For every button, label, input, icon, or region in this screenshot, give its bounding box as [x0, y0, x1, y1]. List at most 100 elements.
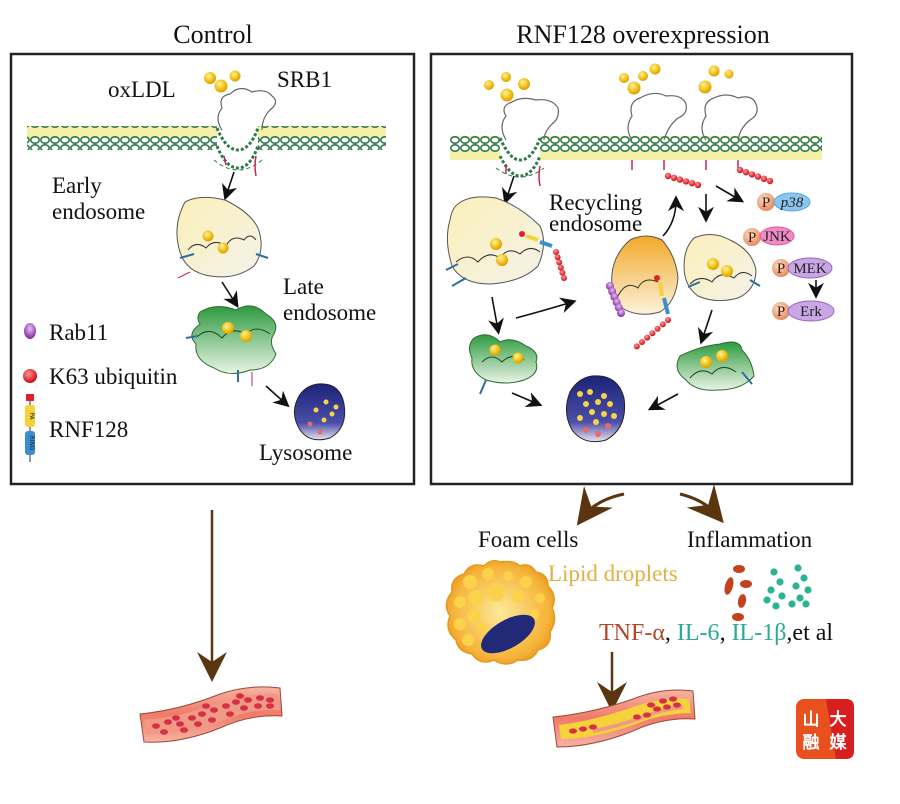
il-particle	[792, 582, 800, 590]
legend-label: RNF128	[49, 417, 128, 442]
red-blood-cell	[266, 703, 274, 709]
kinase-jnk: P JNK	[743, 226, 795, 246]
k63-ubiquitin	[659, 321, 666, 328]
red-blood-cell	[188, 715, 196, 721]
phospho-label: P	[762, 195, 770, 211]
red-blood-cell	[180, 727, 188, 733]
lipid-particle	[595, 399, 601, 405]
kinase-p38: P p38	[757, 192, 811, 212]
oxldl-label: oxLDL	[108, 77, 176, 102]
red-blood-cell	[210, 707, 218, 713]
foam-cells-label: Foam cells	[478, 527, 578, 552]
kinase-label: MEK	[793, 261, 827, 277]
kinase-mek: P MEK	[772, 257, 833, 279]
overexpression-panel: Recycling endosome	[429, 52, 854, 486]
early-endosome	[445, 196, 567, 287]
phospho-icon	[772, 259, 790, 277]
red-blood-cell	[673, 702, 681, 708]
phospho-icon	[772, 302, 790, 320]
red-blood-cell	[254, 703, 262, 709]
lipid-droplet	[477, 623, 487, 633]
recycling-endosome-label-2: endosome	[549, 211, 642, 236]
k63-ubiquitin	[654, 325, 661, 332]
k63-ubiquitin	[553, 249, 559, 255]
rab11-icon	[24, 323, 36, 339]
red-blood-cell	[164, 719, 172, 725]
lipid-droplet	[512, 590, 524, 602]
legend-label: Rab11	[49, 320, 108, 345]
early-endosome	[683, 234, 761, 302]
kinase-shape	[773, 192, 811, 212]
phospho-icon	[743, 228, 761, 246]
lipid-droplet	[467, 609, 481, 623]
red-blood-cell	[208, 717, 216, 723]
red-blood-cell	[256, 695, 264, 701]
lipid-particle	[583, 427, 589, 433]
red-blood-cell	[240, 705, 248, 711]
lipid-particle	[605, 423, 611, 429]
late-endosome-label-2: endosome	[283, 300, 376, 325]
k63-ubiquitin	[644, 334, 651, 341]
lipid-particle	[589, 409, 595, 415]
logo-char: 山	[803, 710, 820, 730]
late-endosome	[468, 334, 538, 395]
srb1-receptors	[501, 92, 758, 187]
arrow	[511, 392, 543, 408]
red-blood-cell	[198, 711, 206, 717]
kinase-label: JNK	[763, 229, 791, 245]
red-blood-cell	[222, 703, 230, 709]
phospho-label: P	[748, 230, 756, 246]
red-blood-cell	[176, 721, 184, 727]
red-blood-cell	[643, 712, 651, 718]
healthy-vessel	[139, 686, 283, 743]
il-particle	[794, 564, 802, 572]
red-blood-cell	[160, 729, 168, 735]
lipid-droplet	[535, 593, 545, 603]
oxldl-particles	[484, 63, 734, 102]
red-blood-cell	[653, 706, 661, 712]
arrow	[221, 281, 239, 309]
il-particle	[800, 574, 808, 582]
lipid-droplet	[463, 575, 477, 589]
red-blood-cell	[194, 721, 202, 727]
legend: Rab11 K63 ubiquitin PA RING RNF128	[23, 320, 178, 462]
red-blood-cell	[244, 697, 252, 703]
lipid-droplet	[468, 590, 484, 606]
red-blood-cell	[202, 703, 210, 709]
legend-item-rnf128: PA RING RNF128	[25, 394, 128, 462]
watermark-logo: 山 大 融 媒	[796, 699, 854, 759]
il-particle	[776, 578, 784, 586]
arrow	[515, 297, 577, 319]
red-blood-cell	[589, 724, 597, 730]
arrow	[647, 393, 679, 411]
kinase-erk: P Erk	[772, 300, 835, 322]
red-blood-cell	[579, 726, 587, 732]
lysosome	[294, 383, 346, 441]
recycling-endosome-label-1: Recycling	[549, 190, 643, 215]
kinase-label: p38	[780, 195, 804, 211]
kinase-shape	[759, 226, 795, 246]
k63-ubiquitin	[736, 166, 744, 174]
nucleus	[481, 614, 535, 654]
red-blood-cell	[663, 704, 671, 710]
overexpression-panel-border	[429, 52, 854, 486]
inflammation-arrow	[679, 484, 724, 524]
cytokine-text: IL-6	[677, 620, 720, 646]
atherosclerotic-vessel	[552, 689, 696, 748]
receptor-tail	[254, 155, 257, 177]
red-blood-cell	[236, 693, 244, 699]
k63-ubiquitin	[559, 269, 566, 276]
lipid-particle	[611, 413, 617, 419]
kinase-shape	[787, 257, 833, 279]
srb1-receptor	[217, 87, 277, 131]
phospho-icon	[757, 193, 775, 211]
receptor-tail	[223, 155, 227, 166]
lipid-particle	[601, 393, 607, 399]
arrow	[662, 195, 684, 237]
il-particle	[802, 600, 810, 608]
overexpression-title: RNF128 overexpression	[516, 20, 769, 49]
late-endosome-label-1: Late	[283, 274, 324, 299]
lipid-particle	[587, 389, 593, 395]
cytokine-text: TNF-α	[599, 620, 665, 646]
